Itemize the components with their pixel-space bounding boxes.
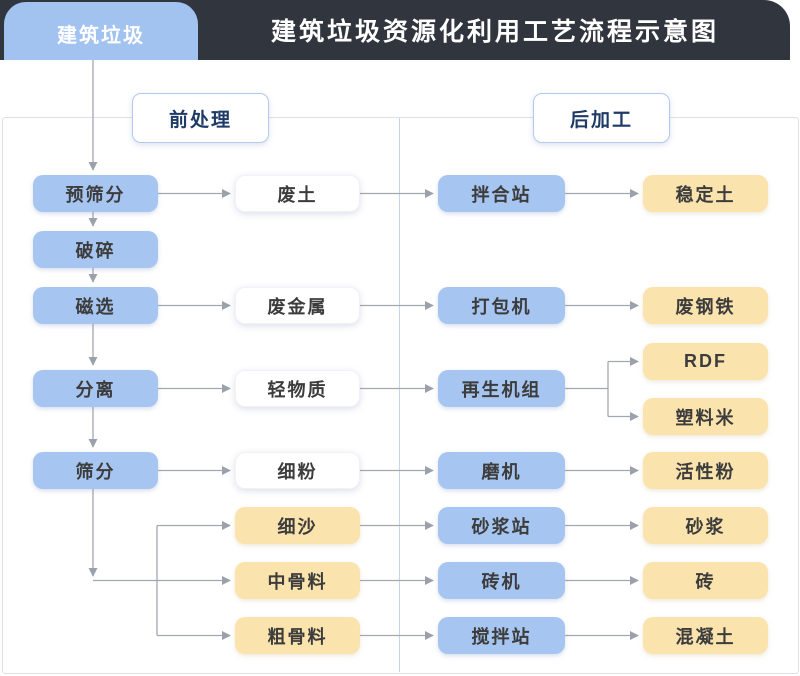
node-active-powder: 活性粉	[643, 452, 768, 489]
node-agitation-station: 搅拌站	[438, 617, 565, 654]
node-mill: 磨机	[438, 452, 565, 489]
node-scrap-steel: 废钢铁	[643, 287, 768, 324]
node-separation: 分离	[33, 370, 158, 407]
section-label-pretreatment: 前处理	[132, 93, 269, 143]
section-label-postprocessing: 后加工	[533, 93, 670, 143]
node-regeneration-unit: 再生机组	[438, 370, 565, 407]
node-waste-metal: 废金属	[235, 287, 360, 324]
node-magnetic-separation: 磁选	[33, 287, 158, 324]
node-crushing: 破碎	[33, 231, 158, 268]
node-coarse-aggregate: 粗骨料	[235, 617, 360, 654]
source-badge: 建筑垃圾	[4, 2, 198, 60]
section-divider-line	[399, 118, 400, 672]
source-badge-label: 建筑垃圾	[57, 24, 145, 47]
node-waste-soil: 废土	[235, 175, 360, 212]
node-plastic-pellets: 塑料米	[643, 398, 768, 435]
node-rdf: RDF	[643, 343, 768, 380]
node-medium-aggregate: 中骨料	[235, 562, 360, 599]
node-light-material: 轻物质	[235, 370, 360, 407]
node-screening: 筛分	[33, 452, 158, 489]
node-stabilized-soil: 稳定土	[643, 175, 768, 212]
page-title: 建筑垃圾资源化利用工艺流程示意图	[270, 18, 719, 46]
node-mortar: 砂浆	[643, 507, 768, 544]
node-brick: 砖	[643, 562, 768, 599]
node-mortar-station: 砂浆站	[438, 507, 565, 544]
node-mixing-station: 拌合站	[438, 175, 565, 212]
node-fine-sand: 细沙	[235, 507, 360, 544]
node-brick-machine: 砖机	[438, 562, 565, 599]
node-concrete: 混凝土	[643, 617, 768, 654]
node-pre-screening: 预筛分	[33, 175, 158, 212]
node-fine-powder: 细粉	[235, 452, 360, 489]
node-baler: 打包机	[438, 287, 565, 324]
